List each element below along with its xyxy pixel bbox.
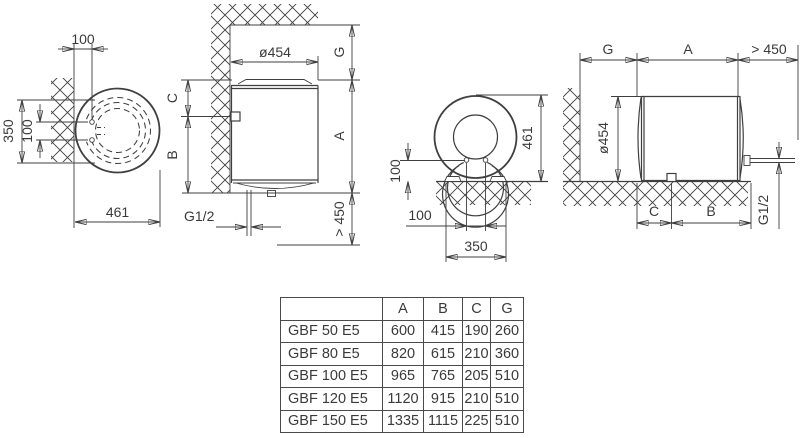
value-a: 965 [382,364,424,388]
wall-bracket [230,111,241,122]
value-g: 360 [490,342,524,366]
front-view-horizontal: 461 100 100 350 [387,94,548,262]
value-g: 510 [490,364,524,388]
value-b: 1115 [423,409,463,433]
pipe-fitting [743,155,751,166]
model-name: GBF 80 E5 [280,342,383,366]
table-row: GBF 150 E5 1335 1115 225 510 [280,409,524,433]
value-b: 915 [423,387,463,411]
col-header-model [280,297,383,321]
heater-lid [237,79,313,85]
floor-hatch [563,182,748,206]
heater-outline-front [433,95,518,179]
foot [443,176,462,182]
wall-hatch [51,78,74,162]
floor-hatch [436,182,531,205]
pipe-connection [482,157,489,163]
value-c: 210 [462,342,491,366]
col-header-a: A [382,297,424,321]
model-name: GBF 150 E5 [280,409,383,433]
mounting-hole [89,137,95,143]
col-header-c: C [462,297,491,321]
dim-label-diameter-front: 461 [519,126,535,150]
side-view-horizontal: G A > 450 ø454 C B G1/2 [563,41,799,229]
table-header-row: A B C G [280,297,524,321]
dim-label-diameter: ø454 [595,122,611,154]
mounting-hole [89,119,95,125]
left-cap [637,97,642,179]
dim-label-hole-gap: 100 [19,119,35,143]
col-header-b: B [423,297,463,321]
model-name: GBF 120 E5 [280,387,383,411]
model-name: GBF 100 E5 [280,364,383,388]
dim-label-top-gap: G [331,47,347,58]
dim-label-floor-gap: 100 [387,159,403,183]
model-name: GBF 50 E5 [280,319,383,343]
dim-label-feet-span: 350 [464,238,488,254]
technical-drawing: 100 350 100 461 [0,4,799,262]
right-cap [739,98,744,179]
value-b: 415 [423,319,463,343]
dim-label-diameter: ø454 [259,44,291,60]
value-g: 510 [490,387,524,411]
dim-label-bracket-span: 350 [0,119,16,143]
dim-label-pipe-gap: 100 [408,207,432,223]
table-row: GBF 80 E5 820 615 210 360 [280,342,524,366]
dim-label-clearance: > 450 [751,41,787,57]
dim-label-b: B [706,203,715,219]
value-b: 765 [423,364,463,388]
value-a: 1335 [382,409,424,433]
dim-label-clearance: > 450 [331,201,347,237]
value-b: 615 [423,342,463,366]
dim-label-pipe-thread: G1/2 [755,195,771,226]
dim-label-b: B [164,150,180,159]
value-c: 225 [462,409,491,433]
pipe-connection [463,157,470,163]
dim-label-diameter-front: 461 [106,204,130,220]
dim-label-height: A [331,131,347,141]
value-c: 205 [462,364,491,388]
value-g: 510 [490,409,524,433]
value-c: 190 [462,319,491,343]
heater-bottom-dome [235,182,315,189]
heater-outline-front [74,87,161,174]
dim-label-wall-gap: G [603,41,614,57]
table-row: GBF 120 E5 1120 915 210 510 [280,387,524,411]
dim-label-c: C [649,203,659,219]
value-g: 260 [490,319,524,343]
dim-label-pipe-thread: G1/2 [184,208,215,224]
dim-label-length: A [683,41,693,57]
wall-hatch [211,25,230,193]
side-view-vertical: ø454 G A > 450 C B G1/2 [164,4,360,246]
foot [489,176,508,182]
ceiling-hatch [211,4,318,25]
front-view-vertical: 100 350 100 461 [0,31,161,228]
table-row: GBF 100 E5 965 765 205 510 [280,364,524,388]
dim-label-c: C [164,93,180,103]
value-c: 210 [462,387,491,411]
dim-label-wall-offset: 100 [71,31,95,47]
value-a: 820 [382,342,424,366]
value-a: 600 [382,319,424,343]
col-header-g: G [490,297,524,321]
drain-plug [267,190,276,197]
dimensions-table: A B C G GBF 50 E5 600 415 190 260 GBF 80… [280,297,524,433]
drain-plug [666,172,677,183]
wall-hatch [563,88,580,182]
table-row: GBF 50 E5 600 415 190 260 [280,319,524,343]
value-a: 1120 [382,387,424,411]
